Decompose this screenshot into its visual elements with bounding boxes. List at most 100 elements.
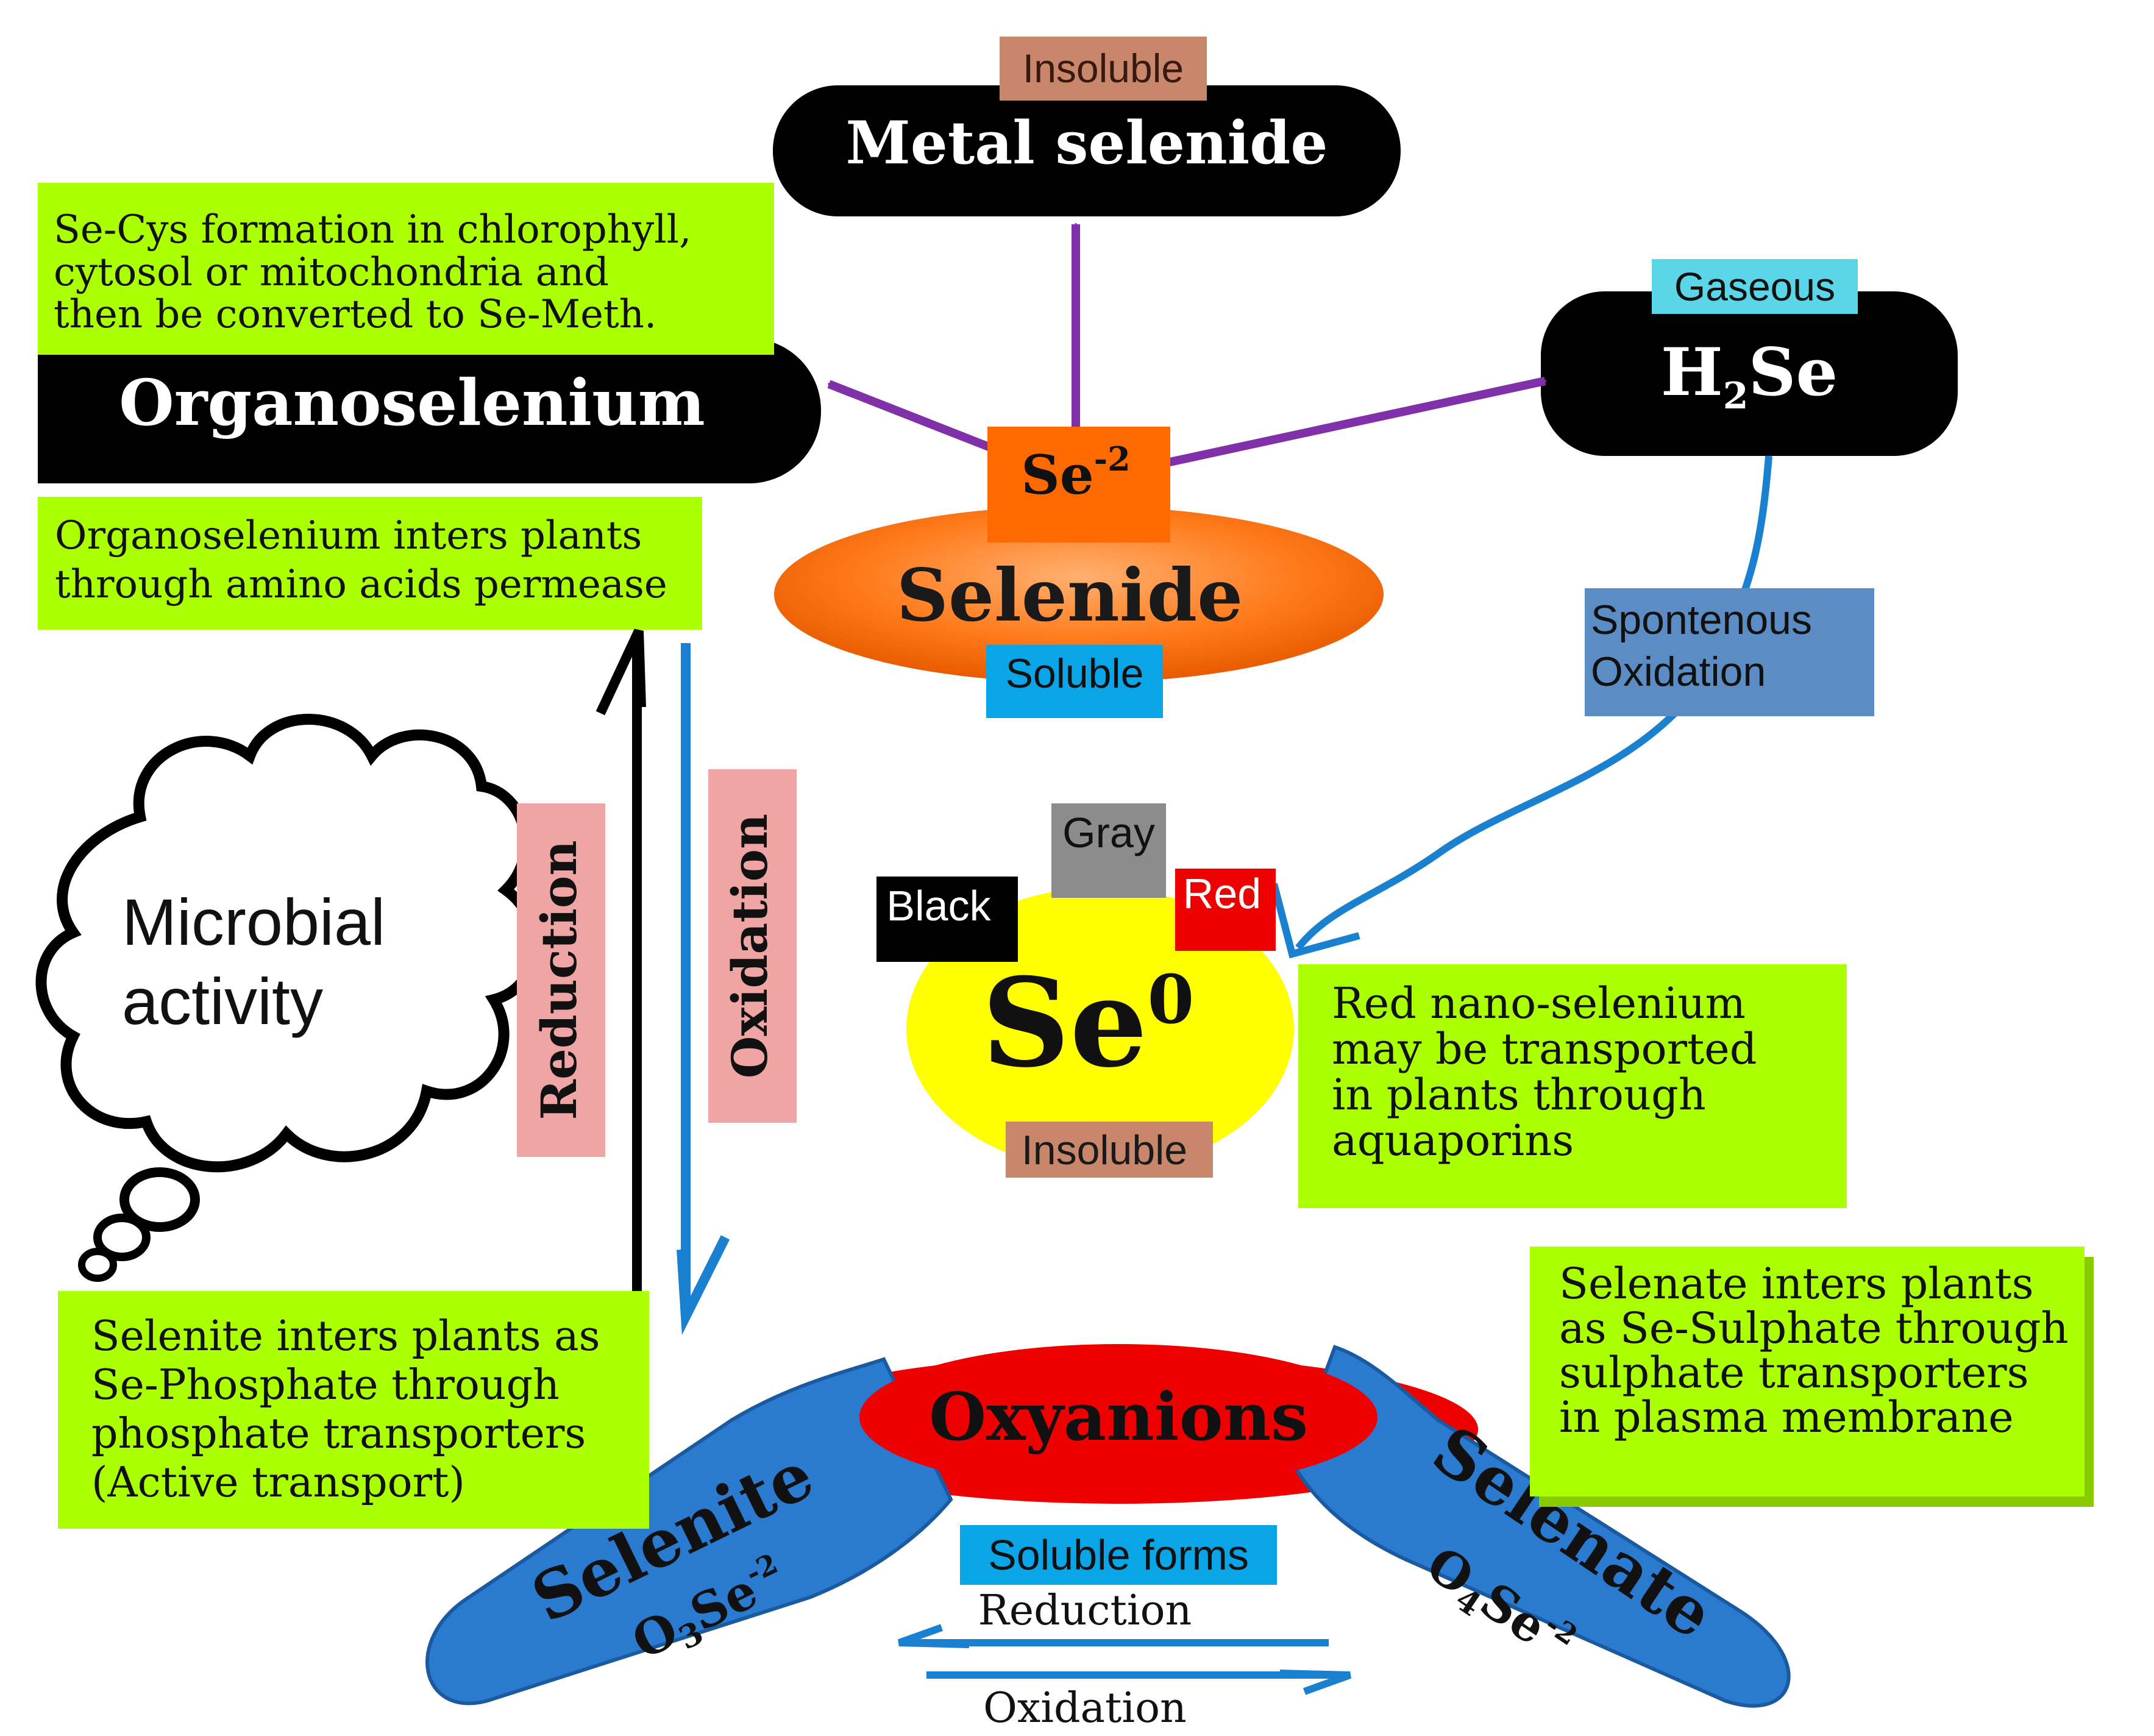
- red-nano-selenium-note-text: Red nano-selenium may be transported in …: [1332, 978, 1771, 1165]
- reduction-arrow-left-head: [897, 1624, 970, 1648]
- selenide-shape: [774, 506, 1384, 683]
- soluble-forms-tag-bg: [960, 1525, 1277, 1585]
- selenite-entry-note-text: Selenite inters plants as Se-Phosphate t…: [91, 1312, 613, 1507]
- elemental-selenium-label: Se0: [982, 952, 1194, 1095]
- organoselenium-shape: [38, 338, 821, 483]
- organoselenium-entry-note-box: [38, 497, 702, 630]
- h2se-label-se: Se: [1749, 334, 1838, 411]
- metal-selenide-tag-bg: [1000, 37, 1207, 101]
- selenate-band: [1290, 1345, 1791, 1708]
- h2se-label: H2Se: [1661, 334, 1838, 418]
- spontaneous-oxidation-pathway: Spontenous Oxidation: [1270, 455, 1874, 959]
- oxyanions-label: Oxyanions: [929, 1379, 1308, 1456]
- selenide-node: Selenide Se-2 Soluble: [774, 427, 1384, 718]
- arrow-selenide-to-h2se: [1163, 377, 1545, 468]
- microbial-activity-line-1: Microbial: [122, 885, 385, 959]
- selenide-solubility-tag: Soluble: [1006, 650, 1144, 697]
- red-nano-selenium-note-box: [1298, 964, 1847, 1208]
- se-cys-note-box: [38, 183, 774, 355]
- organoselenium-entry-note-line-2: through amino acids permease: [55, 562, 667, 607]
- reduction-arrow-up-head: [595, 628, 646, 716]
- microbial-activity-cloud: Microbial activity: [35, 714, 540, 1282]
- oxyanions-inner-shape: [859, 1344, 1377, 1490]
- elemental-selenium-solubility-tag: Insoluble: [1022, 1127, 1187, 1173]
- thought-bubble-medium: [93, 1214, 151, 1261]
- thought-cloud-shape: [35, 714, 540, 1173]
- red-nano-selenium-note-line-2: may be transported: [1332, 1024, 1757, 1074]
- red-nano-selenium-note-line-3: in plants through: [1332, 1070, 1706, 1120]
- vertical-redox-pathway: Reduction Oxidation: [517, 628, 797, 1336]
- oxidation-arrow-right-head: [1279, 1670, 1352, 1695]
- selenate-entry-note-text: Selenate inters plants as Se-Sulphate th…: [1559, 1259, 2082, 1442]
- organoselenium-label: Organoselenium: [119, 365, 705, 440]
- thought-bubble-large: [119, 1167, 200, 1232]
- elemental-selenium-symbol: Se: [982, 952, 1148, 1095]
- oxidation-vertical-label: Oxidation: [721, 814, 778, 1078]
- selenide-ion-charge: -2: [1094, 439, 1131, 478]
- arrow-h2se-to-se0-head: [1270, 883, 1360, 959]
- organoselenium-entry-note: Organoselenium inters plants through ami…: [38, 497, 702, 630]
- se-cys-note: Se-Cys formation in chlorophyll, cytosol…: [38, 183, 774, 355]
- horizontal-redox-pathway: Soluble forms Reduction Oxidation: [897, 1525, 1352, 1732]
- h2se-shape: [1541, 291, 1958, 456]
- spontaneous-oxidation-box: [1585, 588, 1874, 716]
- metal-selenide-shape: [773, 85, 1401, 216]
- selenite-band: [425, 1357, 953, 1706]
- metal-selenide-label: Metal selenide: [846, 108, 1328, 177]
- elemental-selenium-tag-bg: [1006, 1122, 1213, 1178]
- reduction-vertical-label: Reduction: [530, 840, 588, 1120]
- selenite-entry-note-line-4: (Active transport): [91, 1459, 465, 1507]
- spontaneous-oxidation-text: Spontenous Oxidation: [1591, 597, 1824, 695]
- metal-selenide-solubility-tag: Insoluble: [1023, 46, 1184, 91]
- spontaneous-oxidation-line-1: Spontenous: [1591, 597, 1812, 643]
- allotrope-red-label: Red: [1183, 870, 1261, 917]
- h2se-node: H2Se Gaseous: [1541, 259, 1958, 456]
- selenate-entry-note-line-2: as Se-Sulphate through: [1559, 1303, 2069, 1353]
- reduction-vertical-box: [517, 803, 605, 1157]
- selenide-ion-box: [987, 427, 1170, 542]
- selenate-entry-note-line-1: Selenate inters plants: [1559, 1259, 2034, 1309]
- arrow-h2se-to-se0: [1295, 455, 1772, 950]
- allotrope-black-box: [876, 877, 1018, 962]
- organoselenium-shape-left-square: [38, 338, 160, 483]
- oxidation-arrow-down-head: [677, 1235, 730, 1336]
- selenite-entry-note-line-2: Se-Phosphate through: [91, 1361, 560, 1409]
- h2se-label-sub: 2: [1723, 375, 1749, 418]
- metal-selenide-node: Metal selenide Insoluble: [773, 37, 1401, 216]
- organoselenium-entry-note-line-1: Organoselenium inters plants: [55, 513, 642, 558]
- red-nano-selenium-note-line-4: aquaporins: [1332, 1115, 1574, 1165]
- thought-bubble-small: [78, 1248, 117, 1282]
- red-nano-selenium-note: Red nano-selenium may be transported in …: [1298, 964, 1847, 1208]
- h2se-tag-bg: [1652, 259, 1858, 314]
- reduction-horizontal-label: Reduction: [978, 1587, 1192, 1635]
- selenite-entry-note-line-3: phosphate transporters: [91, 1410, 586, 1458]
- selenite-entry-note-line-1: Selenite inters plants as: [91, 1312, 600, 1361]
- organoselenium-node: Organoselenium: [38, 338, 821, 483]
- microbial-activity-text: Microbial activity: [122, 885, 403, 1038]
- red-nano-selenium-note-line-1: Red nano-selenium: [1332, 978, 1746, 1028]
- organoselenium-entry-note-text: Organoselenium inters plants through ami…: [55, 513, 667, 607]
- selenate-entry-note-line-4: in plasma membrane: [1559, 1392, 2014, 1442]
- se-cys-note-line-1: Se-Cys formation in chlorophyll,: [54, 207, 691, 252]
- h2se-label-h: H: [1661, 334, 1723, 411]
- arrow-selenide-to-organoselenium: [829, 380, 1001, 455]
- allotrope-gray-box: [1051, 803, 1166, 898]
- selenide-transformation-arrows: [829, 224, 1545, 468]
- selenite-entry-note: Selenite inters plants as Se-Phosphate t…: [58, 1291, 649, 1529]
- soluble-forms-tag: Soluble forms: [988, 1531, 1249, 1579]
- selenate-entry-note-line-3: sulphate transporters: [1559, 1348, 2029, 1398]
- oxidation-horizontal-label: Oxidation: [983, 1684, 1187, 1732]
- selenide-tag-bg: [986, 645, 1163, 718]
- selenide-ion-label: Se-2: [1021, 439, 1131, 507]
- elemental-selenium-node: Se0 Gray Black Red Insoluble: [876, 803, 1294, 1178]
- selenide-ion-symbol: Se: [1021, 443, 1094, 507]
- spontaneous-oxidation-line-2: Oxidation: [1591, 649, 1766, 695]
- microbial-activity-line-2: activity: [122, 964, 323, 1038]
- se-cys-note-text: Se-Cys formation in chlorophyll, cytosol…: [54, 207, 704, 337]
- selenite-entry-note-box: [58, 1291, 649, 1529]
- elemental-selenium-oxidation-state: 0: [1148, 960, 1195, 1039]
- allotrope-gray-label: Gray: [1062, 809, 1155, 856]
- h2se-state-tag: Gaseous: [1674, 264, 1835, 309]
- selenate-entry-note: Selenate inters plants as Se-Sulphate th…: [1530, 1247, 2094, 1507]
